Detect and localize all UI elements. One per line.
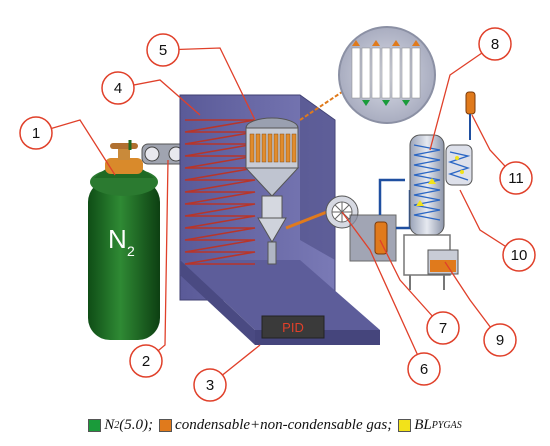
svg-text:10: 10 <box>511 247 528 264</box>
svg-text:11: 11 <box>508 170 524 187</box>
svg-text:2: 2 <box>142 353 150 370</box>
callout-7: 7 <box>426 311 460 345</box>
callouts: 1 2 3 4 5 6 7 8 9 10 11 <box>19 27 536 402</box>
bl-pygas-swatch <box>398 418 412 432</box>
reactor-zoom-inset <box>338 26 436 124</box>
distillation-column <box>403 134 451 290</box>
sample-vial <box>465 91 476 140</box>
callout-6: 6 <box>407 352 441 386</box>
callout-4: 4 <box>101 71 135 105</box>
svg-text:5: 5 <box>159 42 167 59</box>
svg-text:PID: PID <box>282 320 304 335</box>
heating-coil <box>184 119 256 265</box>
reactor-vessel <box>244 117 300 265</box>
legend-gas: condensable+non-condensable gas; <box>159 417 392 434</box>
svg-text:7: 7 <box>439 320 447 337</box>
svg-text:4: 4 <box>114 80 122 97</box>
callout-5: 5 <box>146 33 180 67</box>
collection-flask <box>427 249 459 275</box>
gas-swatch <box>159 418 173 432</box>
callout-11: 11 <box>499 161 533 195</box>
callout-9: 9 <box>483 323 517 357</box>
cylinder-label: N <box>108 224 127 254</box>
svg-text:1: 1 <box>32 125 40 142</box>
secondary-condenser <box>445 144 473 186</box>
nitrogen-cylinder: N 2 <box>88 143 160 340</box>
callout-8: 8 <box>478 27 512 61</box>
svg-text:9: 9 <box>496 332 504 349</box>
svg-text:6: 6 <box>420 361 428 378</box>
callout-1: 1 <box>19 116 53 150</box>
callout-2: 2 <box>129 344 163 378</box>
callout-10: 10 <box>502 238 536 272</box>
pid-display <box>261 315 325 339</box>
svg-text:8: 8 <box>491 36 499 53</box>
gas-line <box>285 208 333 230</box>
condensate-trap <box>349 214 397 262</box>
nitrogen-swatch <box>88 418 102 432</box>
svg-text:3: 3 <box>206 377 214 394</box>
cylinder-valve <box>105 158 143 174</box>
cylinder-label-sub: 2 <box>127 243 135 259</box>
callout-3: 3 <box>193 368 227 402</box>
